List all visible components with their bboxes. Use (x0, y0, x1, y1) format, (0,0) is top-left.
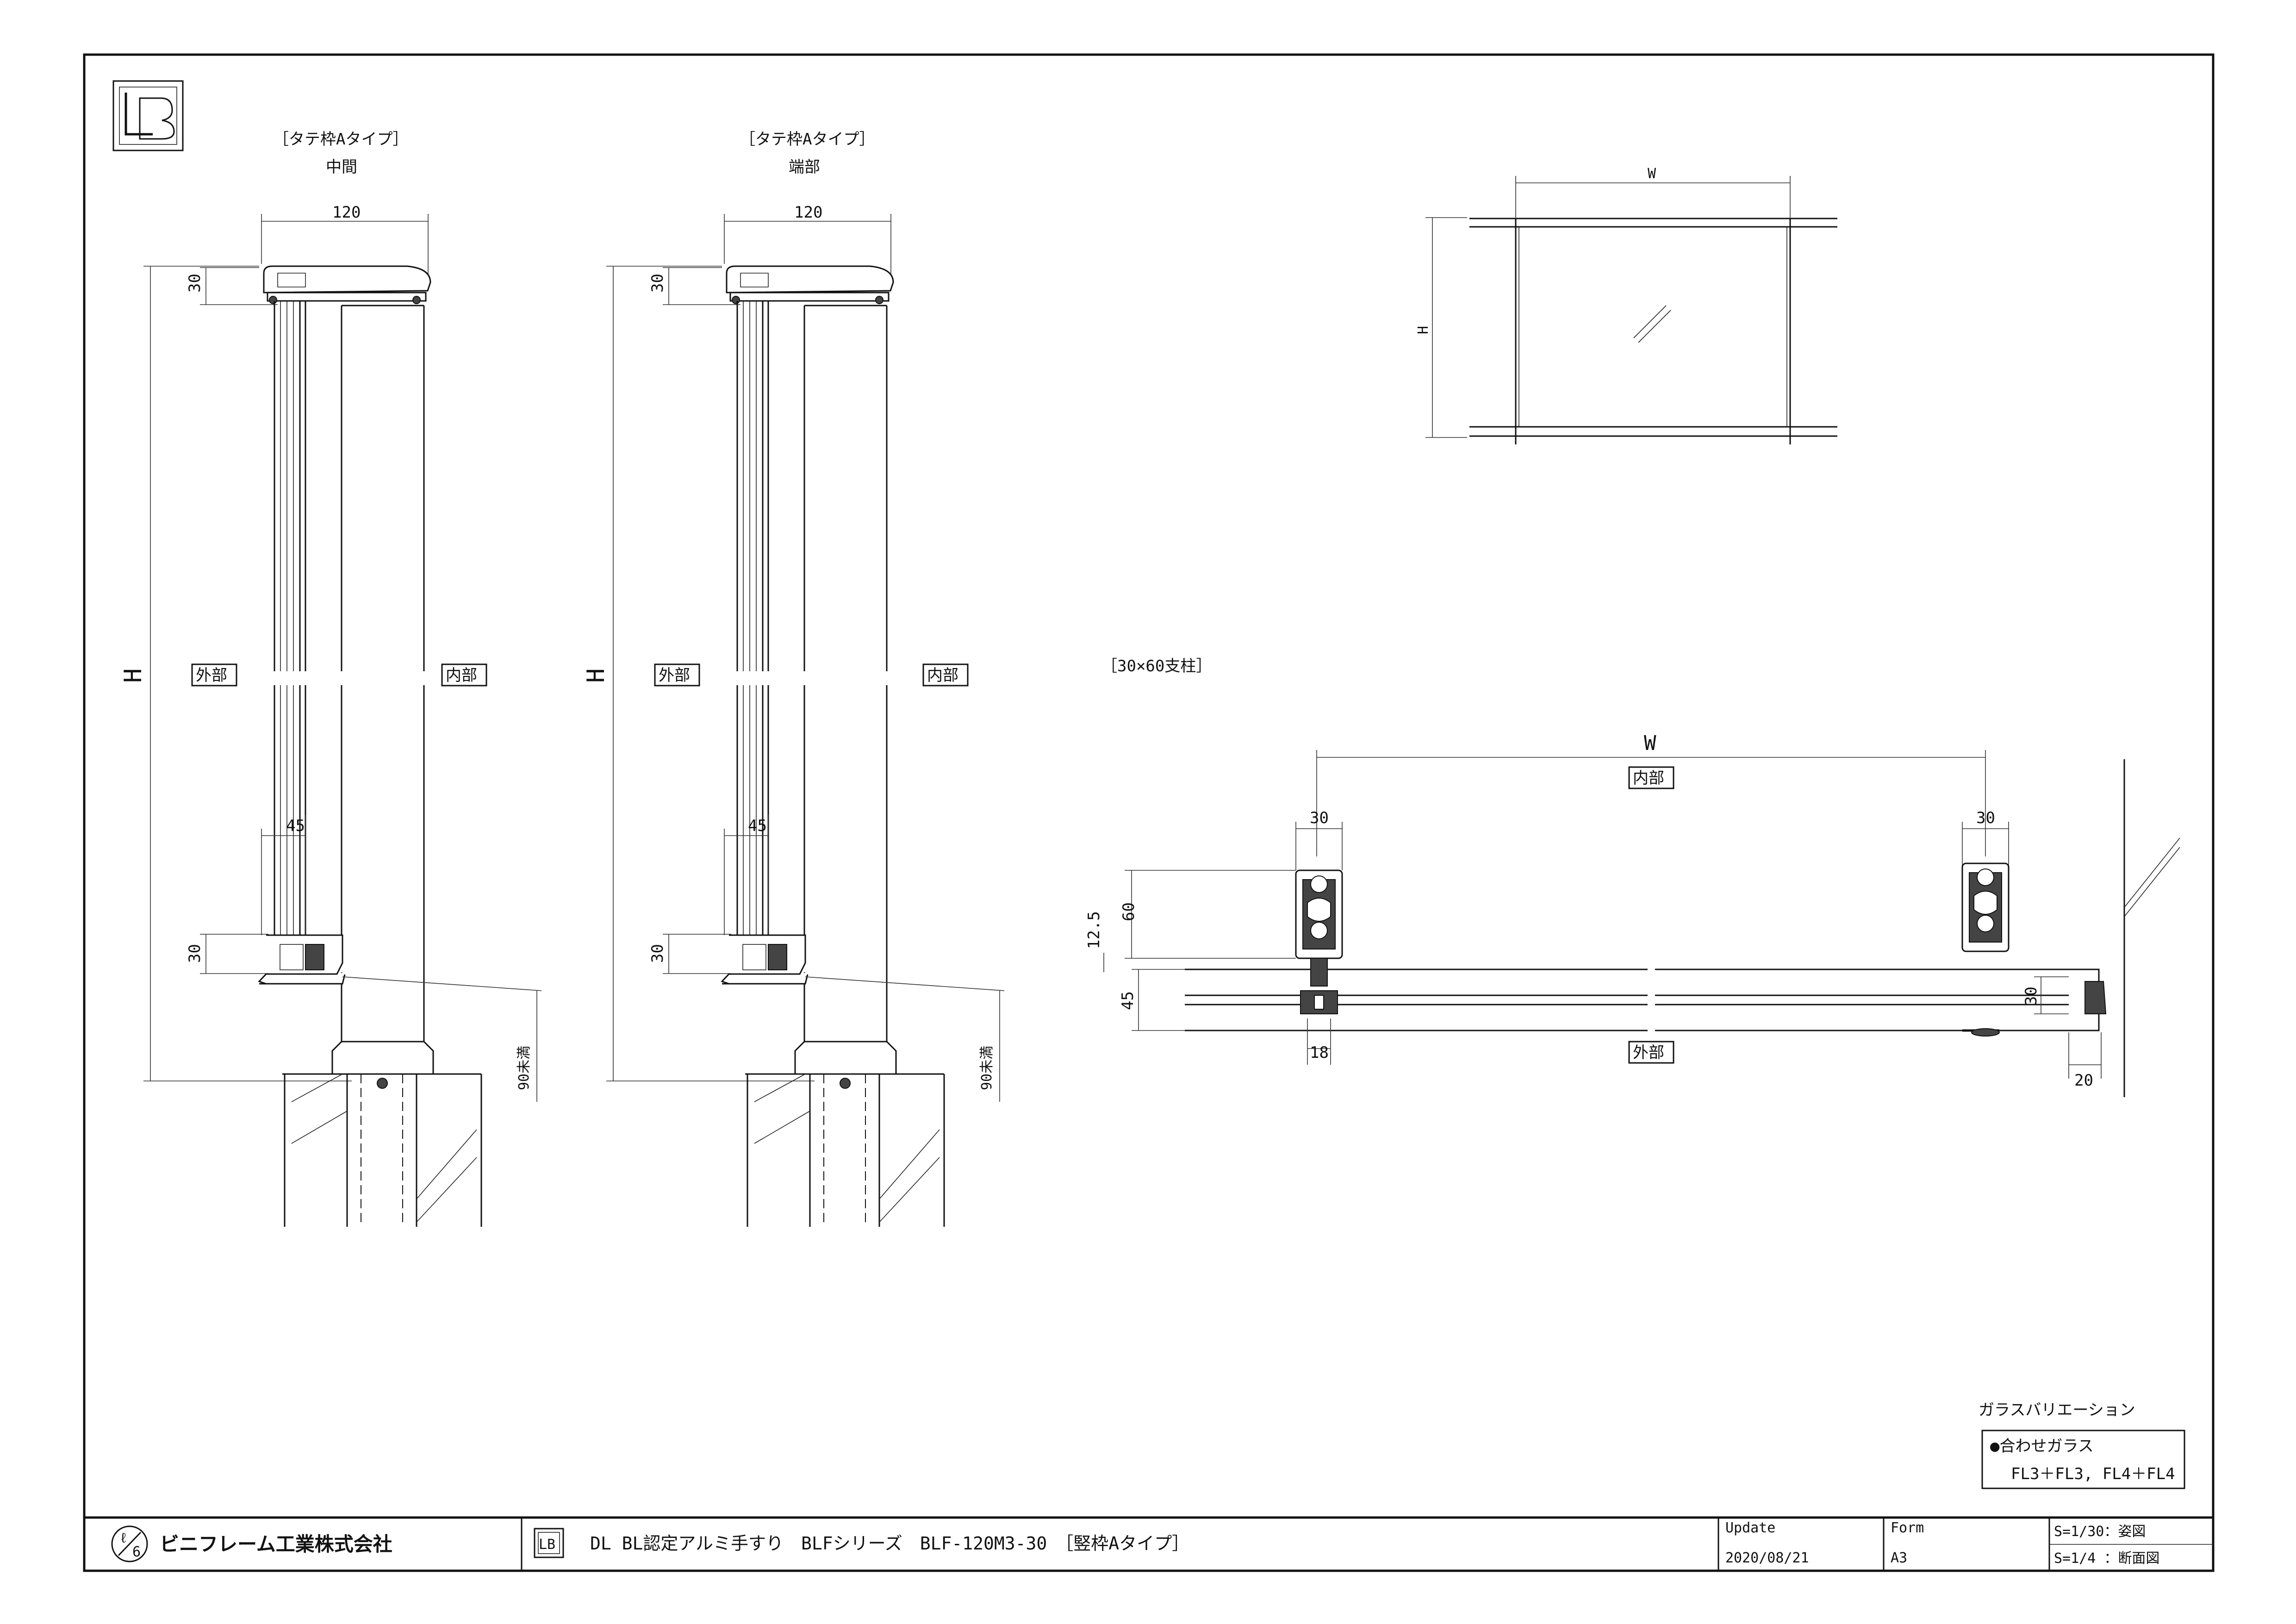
plan-section-view: ［30×60支柱］ W 内部 30 30 60 12.5 (1085, 657, 2180, 1097)
plan-dim-60: 60 (1120, 902, 1138, 921)
left-outside-box (191, 663, 237, 687)
svg-text:ℓ: ℓ (119, 1530, 128, 1546)
right-inside-box (922, 663, 969, 687)
left-outside-label: 外部 (196, 666, 227, 685)
elevation-dim-h: H (1415, 326, 1431, 334)
left-inside-box (441, 663, 487, 687)
glass-variation-item: ●合わせガラス (1990, 1437, 2094, 1455)
plan-outside-box (1628, 1041, 1674, 1064)
right-dim-45: 45 (748, 817, 767, 835)
plan-dim-45: 45 (1119, 991, 1137, 1010)
plan-dim-20: 20 (2074, 1071, 2093, 1090)
title-lb-logo-icon: LB (534, 1528, 564, 1558)
section-end: ［タテ枠Aタイプ］ 端部 120 30 H 外部 内部 (582, 130, 1005, 1227)
left-inside-label: 内部 (446, 666, 477, 685)
right-outside-box (654, 663, 700, 687)
left-type-label: ［タテ枠Aタイプ］ (273, 130, 408, 149)
svg-text:LB: LB (539, 1537, 555, 1553)
left-dim-30-top: 30 (186, 274, 204, 293)
glass-variation-spec: FL3＋FL3, FL4＋FL4 (2011, 1465, 2175, 1483)
form-label: Form (1891, 1520, 1924, 1536)
company-name: ビニフレーム工業株式会社 (160, 1533, 392, 1555)
right-position-label: 端部 (789, 158, 820, 176)
plan-dim-12-5: 12.5 (1085, 911, 1103, 949)
left-depth-note: 90未満 (516, 1046, 532, 1090)
scale-section: S=1/4 ：断面図 (2054, 1550, 2159, 1567)
scale-elevation: S=1/30：姿図 (2054, 1524, 2146, 1540)
plan-dim-30-end: 30 (2022, 987, 2041, 1006)
plan-outside-label: 外部 (1633, 1043, 1664, 1062)
left-dim-45: 45 (286, 817, 305, 835)
plan-dim-w: W (1644, 731, 1656, 755)
elevation-view: W H (1415, 166, 1837, 444)
right-outside-label: 外部 (659, 666, 690, 685)
left-dim-h: H (119, 668, 147, 683)
right-dim-30-bottom: 30 (648, 944, 667, 963)
plan-dim-30-left: 30 (1310, 809, 1329, 827)
plan-dim-18: 18 (1310, 1043, 1329, 1062)
right-type-label: ［タテ枠Aタイプ］ (740, 130, 875, 149)
plan-inside-label: 内部 (1633, 769, 1664, 787)
update-date: 2020/08/21 (1725, 1550, 1809, 1566)
elevation-dim-w: W (1648, 166, 1656, 182)
product-title: DL BL認定アルミ手すり BLFシリーズ BLF-120M3-30 ［竪枠Aタ… (590, 1533, 1189, 1554)
right-dim-120: 120 (794, 203, 822, 222)
glass-variation-title: ガラスバリエーション (1979, 1401, 2135, 1419)
right-inside-label: 内部 (927, 666, 958, 685)
update-label: Update (1725, 1520, 1775, 1536)
left-dim-120: 120 (332, 203, 361, 222)
plan-dim-30-right: 30 (1976, 809, 1995, 827)
glass-variation-panel: ガラスバリエーション ●合わせガラス FL3＋FL3, FL4＋FL4 (1979, 1401, 2185, 1489)
sheet-border (83, 53, 2215, 1572)
title-block: ℓ 6 ビニフレーム工業株式会社 LB DL BL認定アルミ手すり BLFシリー… (84, 1516, 2213, 1571)
right-depth-note: 90未満 (979, 1046, 995, 1090)
plan-inside-box (1628, 766, 1674, 789)
right-dim-30-top: 30 (648, 274, 667, 293)
section-middle: ［タテ枠Aタイプ］ 中間 120 30 H (119, 130, 542, 1227)
right-dim-h: H (582, 668, 610, 683)
svg-text:6: 6 (132, 1544, 141, 1560)
lb-logo-icon (112, 80, 184, 151)
company-logo-icon: ℓ 6 (111, 1525, 148, 1562)
left-position-label: 中間 (326, 158, 357, 176)
post-note-label: ［30×60支柱］ (1101, 657, 1212, 675)
left-dim-30-bottom: 30 (186, 944, 204, 963)
form-value: A3 (1891, 1550, 1907, 1566)
